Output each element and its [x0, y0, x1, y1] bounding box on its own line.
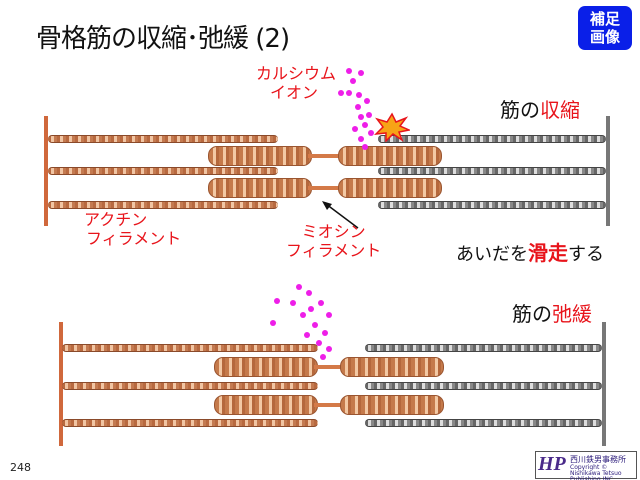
calcium-ion-label: カルシウム イオン [226, 64, 336, 102]
calcium-ion [320, 354, 326, 360]
calcium-ion [350, 78, 356, 84]
calcium-ion [338, 90, 344, 96]
heading-emph: 弛緩 [552, 302, 592, 326]
contraction-heading: 筋の収縮 [500, 94, 580, 123]
calcium-ion [322, 330, 328, 336]
calcium-label-line2: イオン [269, 83, 318, 102]
relaxation-heading: 筋の弛緩 [512, 298, 592, 327]
sliding-caption: あいだを滑走する [456, 237, 604, 266]
heading-prefix: 筋の [512, 302, 552, 326]
slide-prefix: あいだを [456, 244, 528, 265]
calcium-ion [356, 92, 362, 98]
calcium-ion [358, 136, 364, 142]
calcium-ion [316, 340, 322, 346]
calcium-ion [326, 312, 332, 318]
calcium-ion [358, 70, 364, 76]
calcium-ion [312, 322, 318, 328]
calcium-ion [346, 68, 352, 74]
calcium-ion [308, 306, 314, 312]
myosin-filament [208, 146, 442, 166]
myosin-filament [214, 395, 444, 415]
calcium-ion [368, 130, 374, 136]
calcium-ion [346, 90, 352, 96]
calcium-ion [364, 98, 370, 104]
pointer-arrow [322, 201, 359, 229]
myosin-filament [214, 357, 444, 377]
calcium-ion [355, 104, 361, 110]
calcium-ion [270, 320, 276, 326]
binding-burst-icon [374, 112, 410, 142]
calcium-ion [306, 290, 312, 296]
actin-label: アクチン フィラメント [84, 210, 181, 248]
calcium-ion [362, 144, 368, 150]
calcium-ion [290, 300, 296, 306]
calcium-ion [358, 114, 364, 120]
page-number: 248 [10, 461, 31, 474]
actin-filament [378, 201, 606, 209]
myosin-label-line1: ミオシン [301, 222, 366, 241]
calcium-ion [300, 312, 306, 318]
calcium-ion [352, 126, 358, 132]
supplement-image-button[interactable]: 補足 画像 [578, 6, 632, 50]
actin-filament [62, 382, 318, 390]
calcium-ion [366, 112, 372, 118]
calcium-ion [274, 298, 280, 304]
actin-filament [365, 419, 602, 427]
actin-filament [62, 344, 318, 352]
slide-emph: 滑走 [528, 241, 568, 265]
actin-filament [48, 201, 278, 209]
logo-mark: HP [538, 453, 566, 475]
calcium-ion [296, 284, 302, 290]
actin-filament [365, 382, 602, 390]
calcium-ion [304, 332, 310, 338]
myosin-label: ミオシン フィラメント [286, 222, 381, 260]
calcium-ion [326, 346, 332, 352]
z-line-left [59, 322, 63, 446]
page-title: 骨格筋の収縮･弛緩 (2) [36, 24, 290, 54]
actin-filament [378, 167, 606, 175]
heading-emph: 収縮 [540, 98, 580, 122]
myosin-filament [208, 178, 442, 198]
z-line-right [606, 116, 610, 226]
publisher-logo: HP 西川鉄男事務所 Copyright © Nishikawa Tetsuo … [535, 451, 637, 480]
z-line-right [602, 322, 606, 446]
badge-line-2: 画像 [589, 28, 620, 46]
actin-label-line1: アクチン [84, 210, 148, 229]
calcium-ion [362, 122, 368, 128]
actin-label-line2: フィラメント [86, 229, 182, 248]
actin-filament [378, 135, 606, 143]
myosin-label-line2: フィラメント [286, 241, 382, 260]
calcium-ion [318, 300, 324, 306]
logo-company: 西川鉄男事務所 [570, 455, 626, 464]
slide-suffix: する [568, 244, 604, 265]
logo-copyright: Copyright © Nishikawa Tetsuo Publishing … [570, 464, 622, 480]
actin-filament [62, 419, 318, 427]
heading-prefix: 筋の [500, 98, 540, 122]
calcium-label-line1: カルシウム [255, 64, 336, 83]
actin-filament [48, 167, 278, 175]
z-line-left [44, 116, 48, 226]
badge-line-1: 補足 [589, 10, 620, 28]
actin-filament [365, 344, 602, 352]
actin-filament [48, 135, 278, 143]
